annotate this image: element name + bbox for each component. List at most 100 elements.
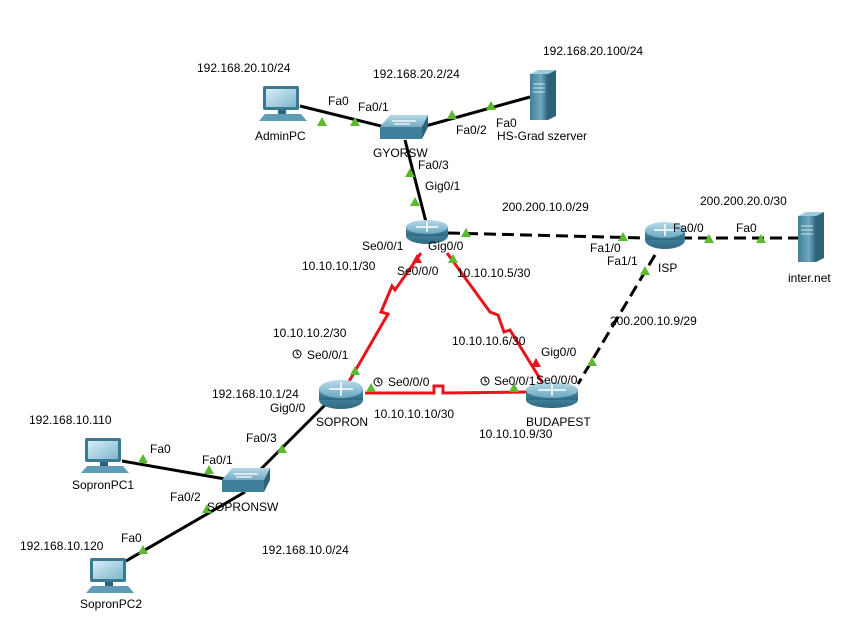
port-up-indicator [410, 197, 420, 206]
server-top [530, 70, 556, 74]
port-up-indicator [509, 383, 519, 392]
port-up-indicator [448, 254, 458, 263]
device-label-hsgrad: HS-Grad szerver [497, 129, 587, 143]
port-down-indicators [412, 254, 541, 367]
link-sopronsw-sopronpc2[interactable] [125, 490, 246, 563]
address-label: 192.168.20.2/24 [373, 67, 460, 81]
device-label-internet: inter.net [788, 271, 831, 285]
interface-label: Fa0 [496, 116, 517, 130]
port-up-indicator [447, 110, 457, 119]
address-label: 192.168.10.120 [20, 539, 104, 553]
budapest-router-device[interactable] [526, 382, 578, 408]
interface-label: Se0/0/0 [388, 375, 430, 389]
port-up-indicator [640, 266, 650, 275]
clock-icons [292, 349, 490, 387]
hsgrad-server-device[interactable] [530, 70, 556, 120]
clock-icon [292, 349, 302, 359]
server-slots [801, 225, 813, 235]
address-labels: 192.168.20.10/24 192.168.20.2/24 192.168… [20, 44, 787, 557]
server-side [816, 212, 824, 262]
interface-label: Se0/0/1 [494, 374, 536, 388]
sopronpc2-device[interactable] [86, 558, 134, 593]
address-label: 200.200.10.9/29 [610, 314, 697, 328]
interface-label: Gig0/0 [270, 401, 306, 415]
server-body [530, 74, 548, 120]
router-arrows [416, 222, 438, 232]
port-up-indicator [618, 232, 628, 241]
interface-label: Fa0/2 [170, 490, 201, 504]
switch-front [222, 480, 264, 492]
interface-label: Gig0/0 [541, 345, 577, 359]
isp-router-device[interactable] [645, 222, 685, 249]
clock-icon [480, 376, 490, 386]
server-slots [533, 83, 545, 93]
address-label: 192.168.20.100/24 [543, 44, 643, 58]
port-down-indicator [412, 254, 422, 263]
interface-label: Se0/0/0 [397, 264, 439, 278]
port-up-indicator [277, 444, 287, 453]
address-label: 192.168.10.1/24 [212, 387, 299, 401]
port-up-indicator [204, 465, 214, 474]
interface-label: Fa0 [736, 221, 757, 235]
switch-arrows [392, 120, 416, 125]
port-up-indicator [704, 234, 714, 243]
pc-screen [93, 561, 123, 579]
link-sopronsw-sopronpc1[interactable] [121, 459, 226, 481]
router-arrows [654, 224, 676, 236]
port-up-indicator [350, 117, 360, 126]
interface-label: Fa0 [121, 531, 142, 545]
link-adminpc-gyorsw[interactable] [299, 104, 386, 129]
address-label: 192.168.10.110 [29, 413, 112, 427]
port-up-indicator [202, 504, 212, 513]
link-gyor-budapest[interactable] [445, 252, 549, 391]
links [121, 95, 798, 563]
internet-server-device[interactable] [798, 212, 824, 262]
link-gyorsw-gyor[interactable] [403, 139, 429, 227]
port-up-indicator [366, 383, 376, 392]
interface-label: Fa0/3 [246, 431, 277, 445]
device-label-isp: ISP [658, 261, 677, 275]
device-label-sopronsw: SOPRONSW [207, 500, 279, 514]
interface-label: Fa0/2 [456, 123, 487, 137]
router-arrows [329, 382, 353, 396]
switch-front [380, 127, 422, 139]
gyor-router-device[interactable] [406, 220, 448, 244]
clock-icon [373, 377, 383, 387]
address-label: 10.10.10.10/30 [374, 407, 454, 421]
pc-stand [278, 110, 286, 114]
port-up-indicator [405, 168, 415, 177]
gyorsw-device[interactable] [380, 115, 428, 139]
pc-screen [266, 89, 296, 107]
port-up-indicator [756, 234, 766, 243]
port-up-indicator [138, 454, 148, 463]
port-down-indicator [531, 358, 541, 367]
link-sopron-budapest[interactable] [365, 384, 529, 395]
pc-stand [105, 582, 113, 586]
link-sopron-sopronsw[interactable] [256, 398, 332, 474]
interface-label: Fa1/0 [590, 241, 621, 255]
pc-keyboard [259, 114, 307, 121]
server-side [548, 70, 556, 120]
port-up-indicator [461, 228, 471, 237]
address-label: 10.10.10.5/30 [457, 266, 531, 280]
device-label-sopronpc1: SopronPC1 [72, 478, 134, 492]
adminpc-device[interactable] [259, 86, 307, 121]
link-isp-budapest[interactable] [576, 254, 657, 385]
sopron-router-device[interactable] [319, 380, 363, 409]
link-gyor-isp[interactable] [447, 231, 646, 240]
link-gyorsw-hsgrad[interactable] [421, 95, 531, 129]
sopronpc1-device[interactable] [81, 438, 129, 473]
device-label-gyorsw: GYORSW [373, 146, 428, 160]
device-label-adminpc: AdminPC [255, 129, 306, 143]
router-arrows [538, 384, 566, 396]
interface-label: Se0/0/1 [307, 348, 349, 362]
pc-stand [100, 462, 108, 466]
link-gyor-sopron[interactable] [345, 252, 423, 386]
port-up-indicator [138, 545, 148, 554]
port-up-indicator [317, 117, 327, 126]
pc-keyboard [81, 466, 129, 473]
address-label: 10.10.10.9/30 [479, 427, 553, 441]
interface-label: Gig0/0 [428, 239, 464, 253]
sopronsw-device[interactable] [222, 468, 270, 492]
